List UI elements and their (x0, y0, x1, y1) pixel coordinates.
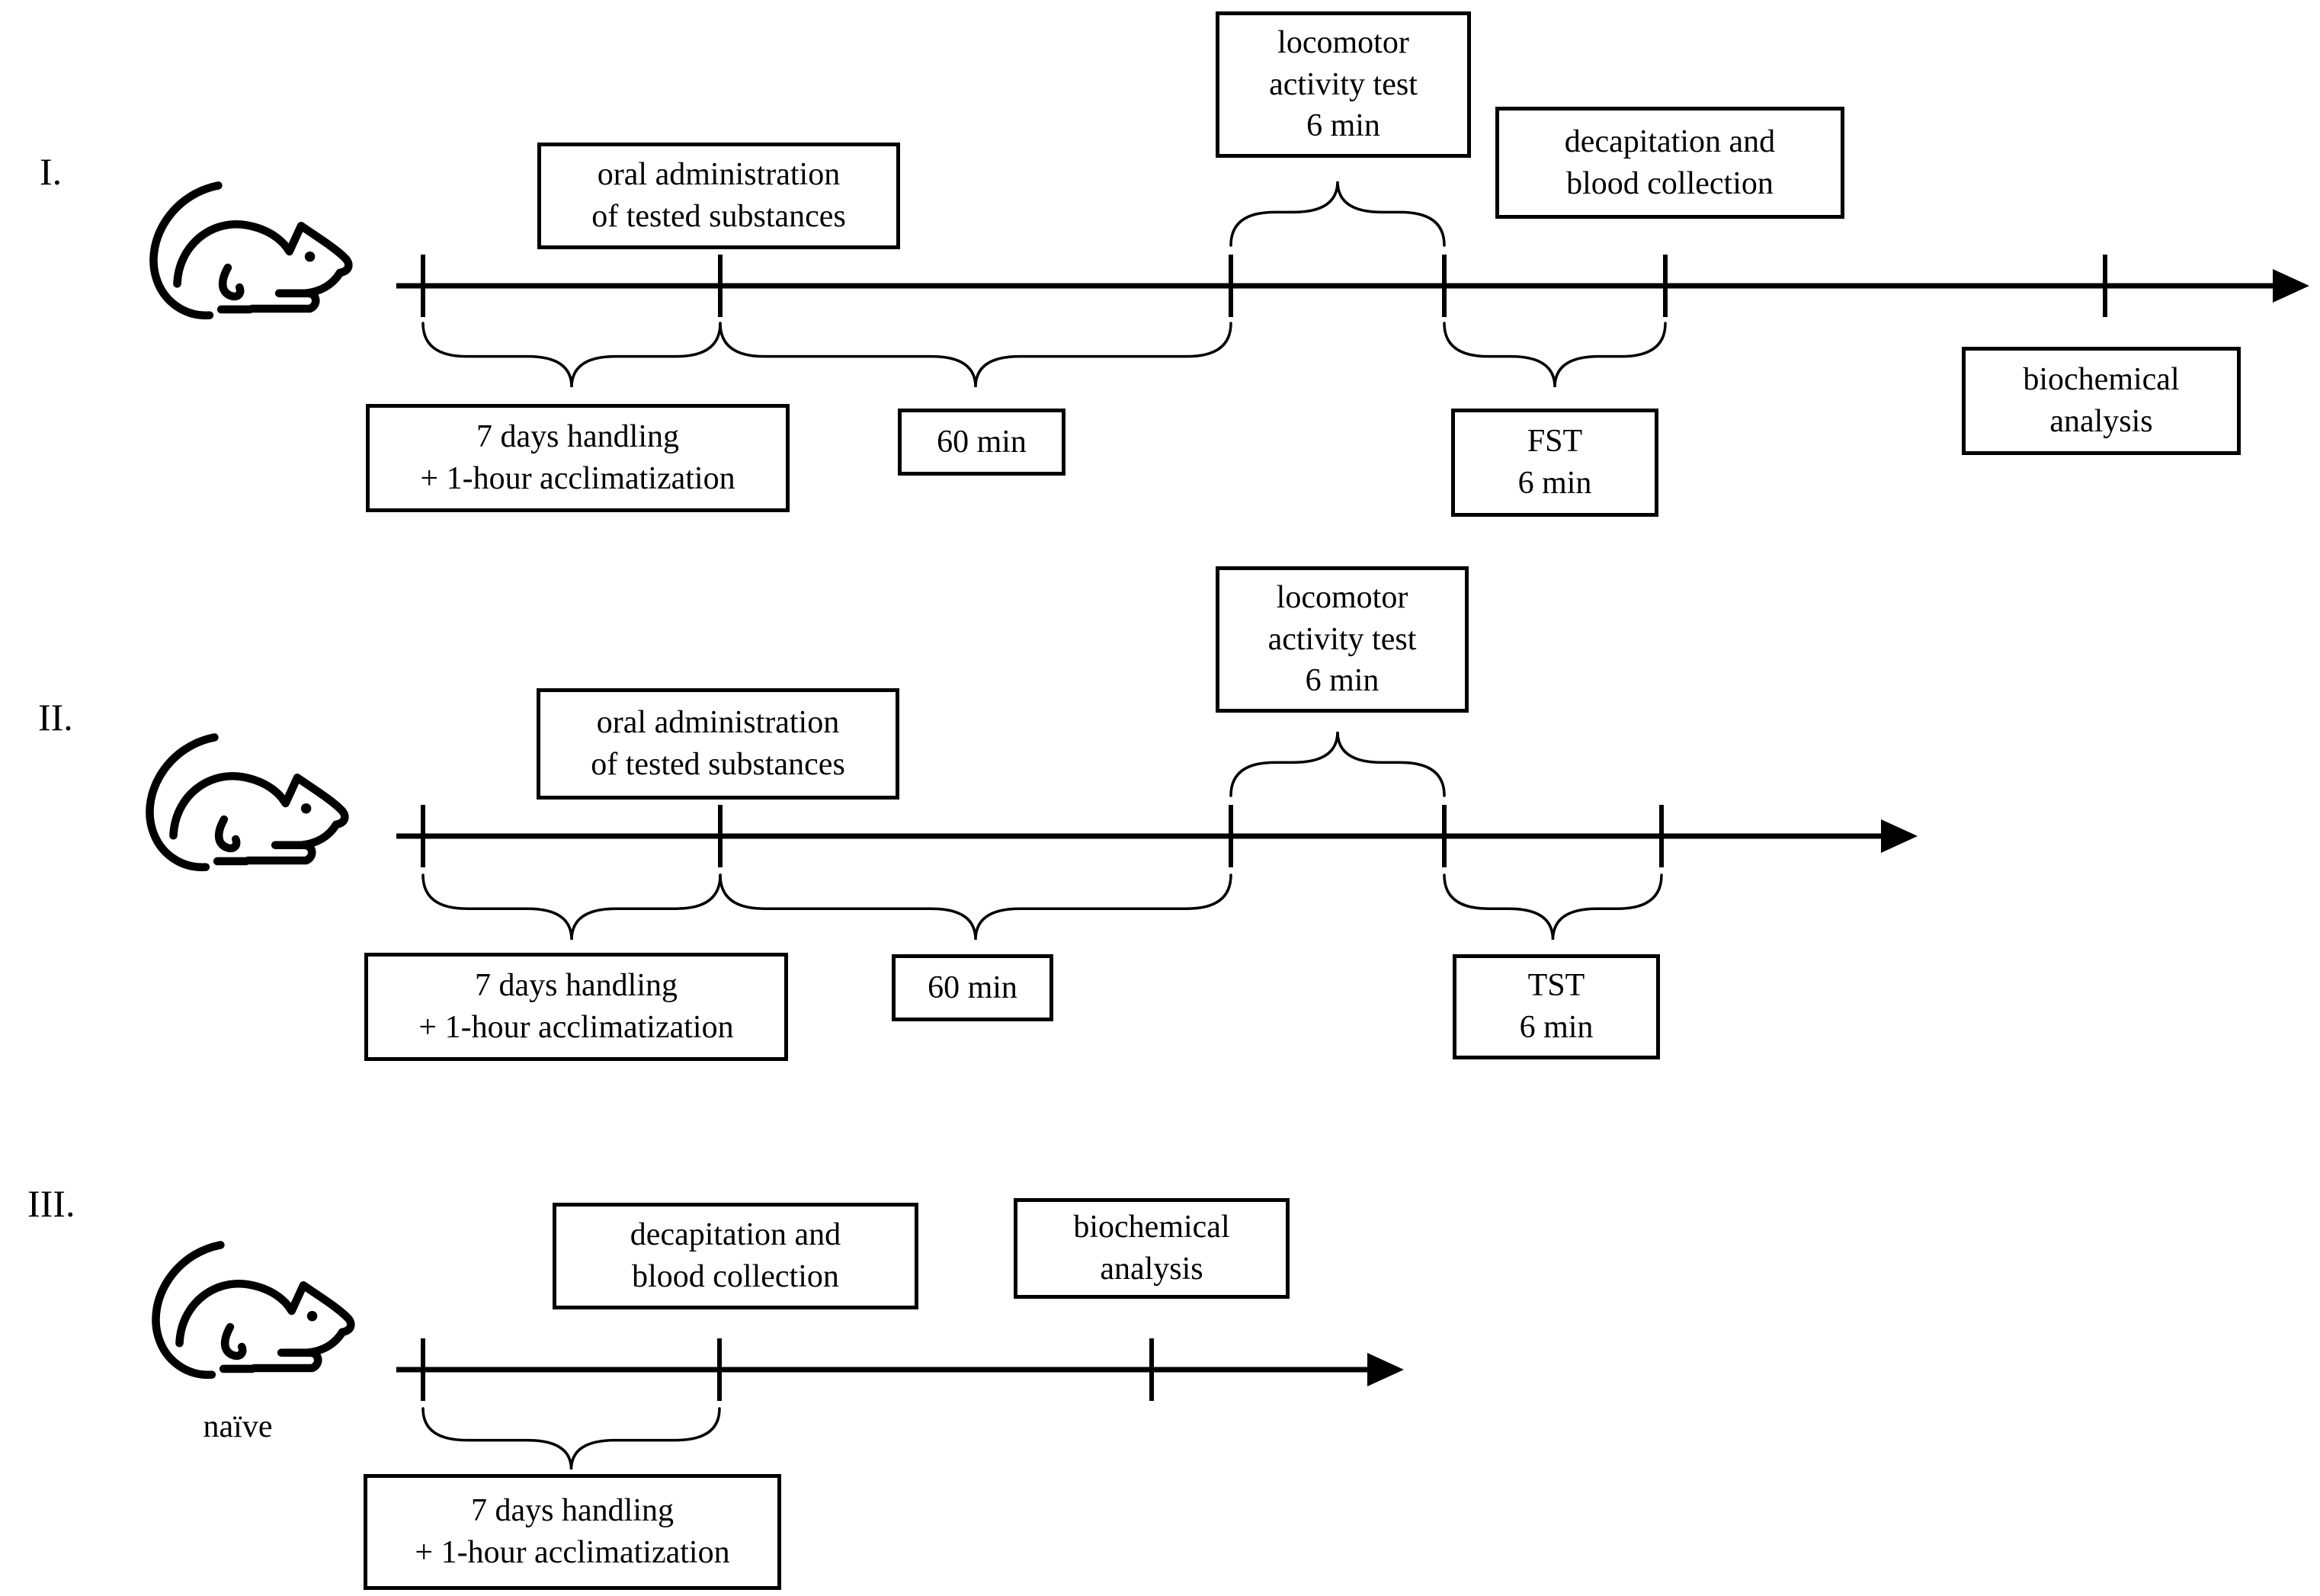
box-line: of tested substances (591, 199, 846, 234)
box-line: 6 min (1517, 466, 1592, 501)
biochemical-analysis-box-1: biochemical analysis (1962, 347, 2241, 455)
group-numeral-2: II. (38, 696, 73, 739)
group-numeral-3: III. (27, 1182, 75, 1225)
arrowhead-icon (1367, 1353, 1404, 1386)
box-line: 6 min (1306, 108, 1380, 144)
box-line: 6 min (1305, 663, 1380, 699)
box-line: 60 min (928, 969, 1017, 1005)
oral-administration-box-1: oral administration of tested substances (537, 143, 900, 249)
box-line: of tested substances (591, 747, 845, 782)
group-numeral-1: I. (40, 150, 62, 193)
wait-60min-box-1: 60 min (898, 409, 1065, 476)
box-line: activity test (1269, 66, 1418, 102)
box-line: 7 days handling (476, 419, 679, 455)
curly-brace (421, 322, 722, 388)
box-line: analysis (1100, 1251, 1203, 1287)
curly-brace (421, 1407, 721, 1470)
handling-box-3: 7 days handling + 1-hour acclimatization (364, 1474, 781, 1590)
box-line: 7 days handling (475, 968, 678, 1004)
box-line: decapitation and (630, 1217, 841, 1253)
box-line: blood collection (632, 1259, 839, 1294)
wait-60min-box-2: 60 min (892, 954, 1053, 1021)
box-line: + 1-hour acclimatization (418, 1010, 734, 1045)
locomotor-activity-box-2: locomotor activity test 6 min (1216, 566, 1469, 713)
box-line: biochemical (2023, 362, 2180, 398)
fst-box: FST 6 min (1451, 409, 1658, 517)
box-line: activity test (1267, 621, 1417, 657)
curly-brace (719, 873, 1232, 941)
box-line: oral administration (596, 705, 840, 741)
curly-brace (1229, 181, 1446, 247)
box-line: FST (1527, 424, 1583, 460)
box-line: oral administration (597, 157, 841, 193)
arrowhead-icon (2273, 269, 2309, 303)
box-line: biochemical (1073, 1210, 1230, 1245)
box-line: + 1-hour acclimatization (415, 1535, 730, 1570)
box-line: locomotor (1276, 580, 1408, 616)
rat-icon (133, 174, 356, 328)
box-line: 7 days handling (471, 1493, 674, 1529)
curly-brace (1443, 322, 1667, 388)
biochemical-analysis-box-3: biochemical analysis (1014, 1198, 1290, 1299)
naive-label: naïve (203, 1409, 273, 1444)
box-line: blood collection (1566, 165, 1774, 201)
locomotor-activity-box-1: locomotor activity test 6 min (1216, 11, 1471, 158)
curly-brace (1229, 731, 1446, 797)
box-line: analysis (2049, 404, 2153, 439)
curly-brace (719, 322, 1232, 388)
box-line: decapitation and (1564, 123, 1776, 159)
decapitation-box-1: decapitation and blood collection (1495, 107, 1844, 219)
curly-brace (421, 873, 722, 941)
tst-box: TST 6 min (1453, 954, 1660, 1059)
arrowhead-icon (1881, 819, 1918, 853)
decapitation-box-3: decapitation and blood collection (553, 1203, 918, 1309)
box-line: 6 min (1519, 1010, 1594, 1045)
box-line: TST (1527, 968, 1585, 1004)
box-line: locomotor (1277, 25, 1409, 61)
box-line: 60 min (937, 424, 1027, 460)
oral-administration-box-2: oral administration of tested substances (537, 688, 899, 800)
rat-icon (130, 726, 352, 880)
handling-box-1: 7 days handling + 1-hour acclimatization (366, 404, 790, 512)
rat-icon (136, 1233, 358, 1387)
curly-brace (1443, 873, 1663, 941)
box-line: + 1-hour acclimatization (420, 461, 735, 496)
handling-box-2: 7 days handling + 1-hour acclimatization (364, 953, 788, 1061)
